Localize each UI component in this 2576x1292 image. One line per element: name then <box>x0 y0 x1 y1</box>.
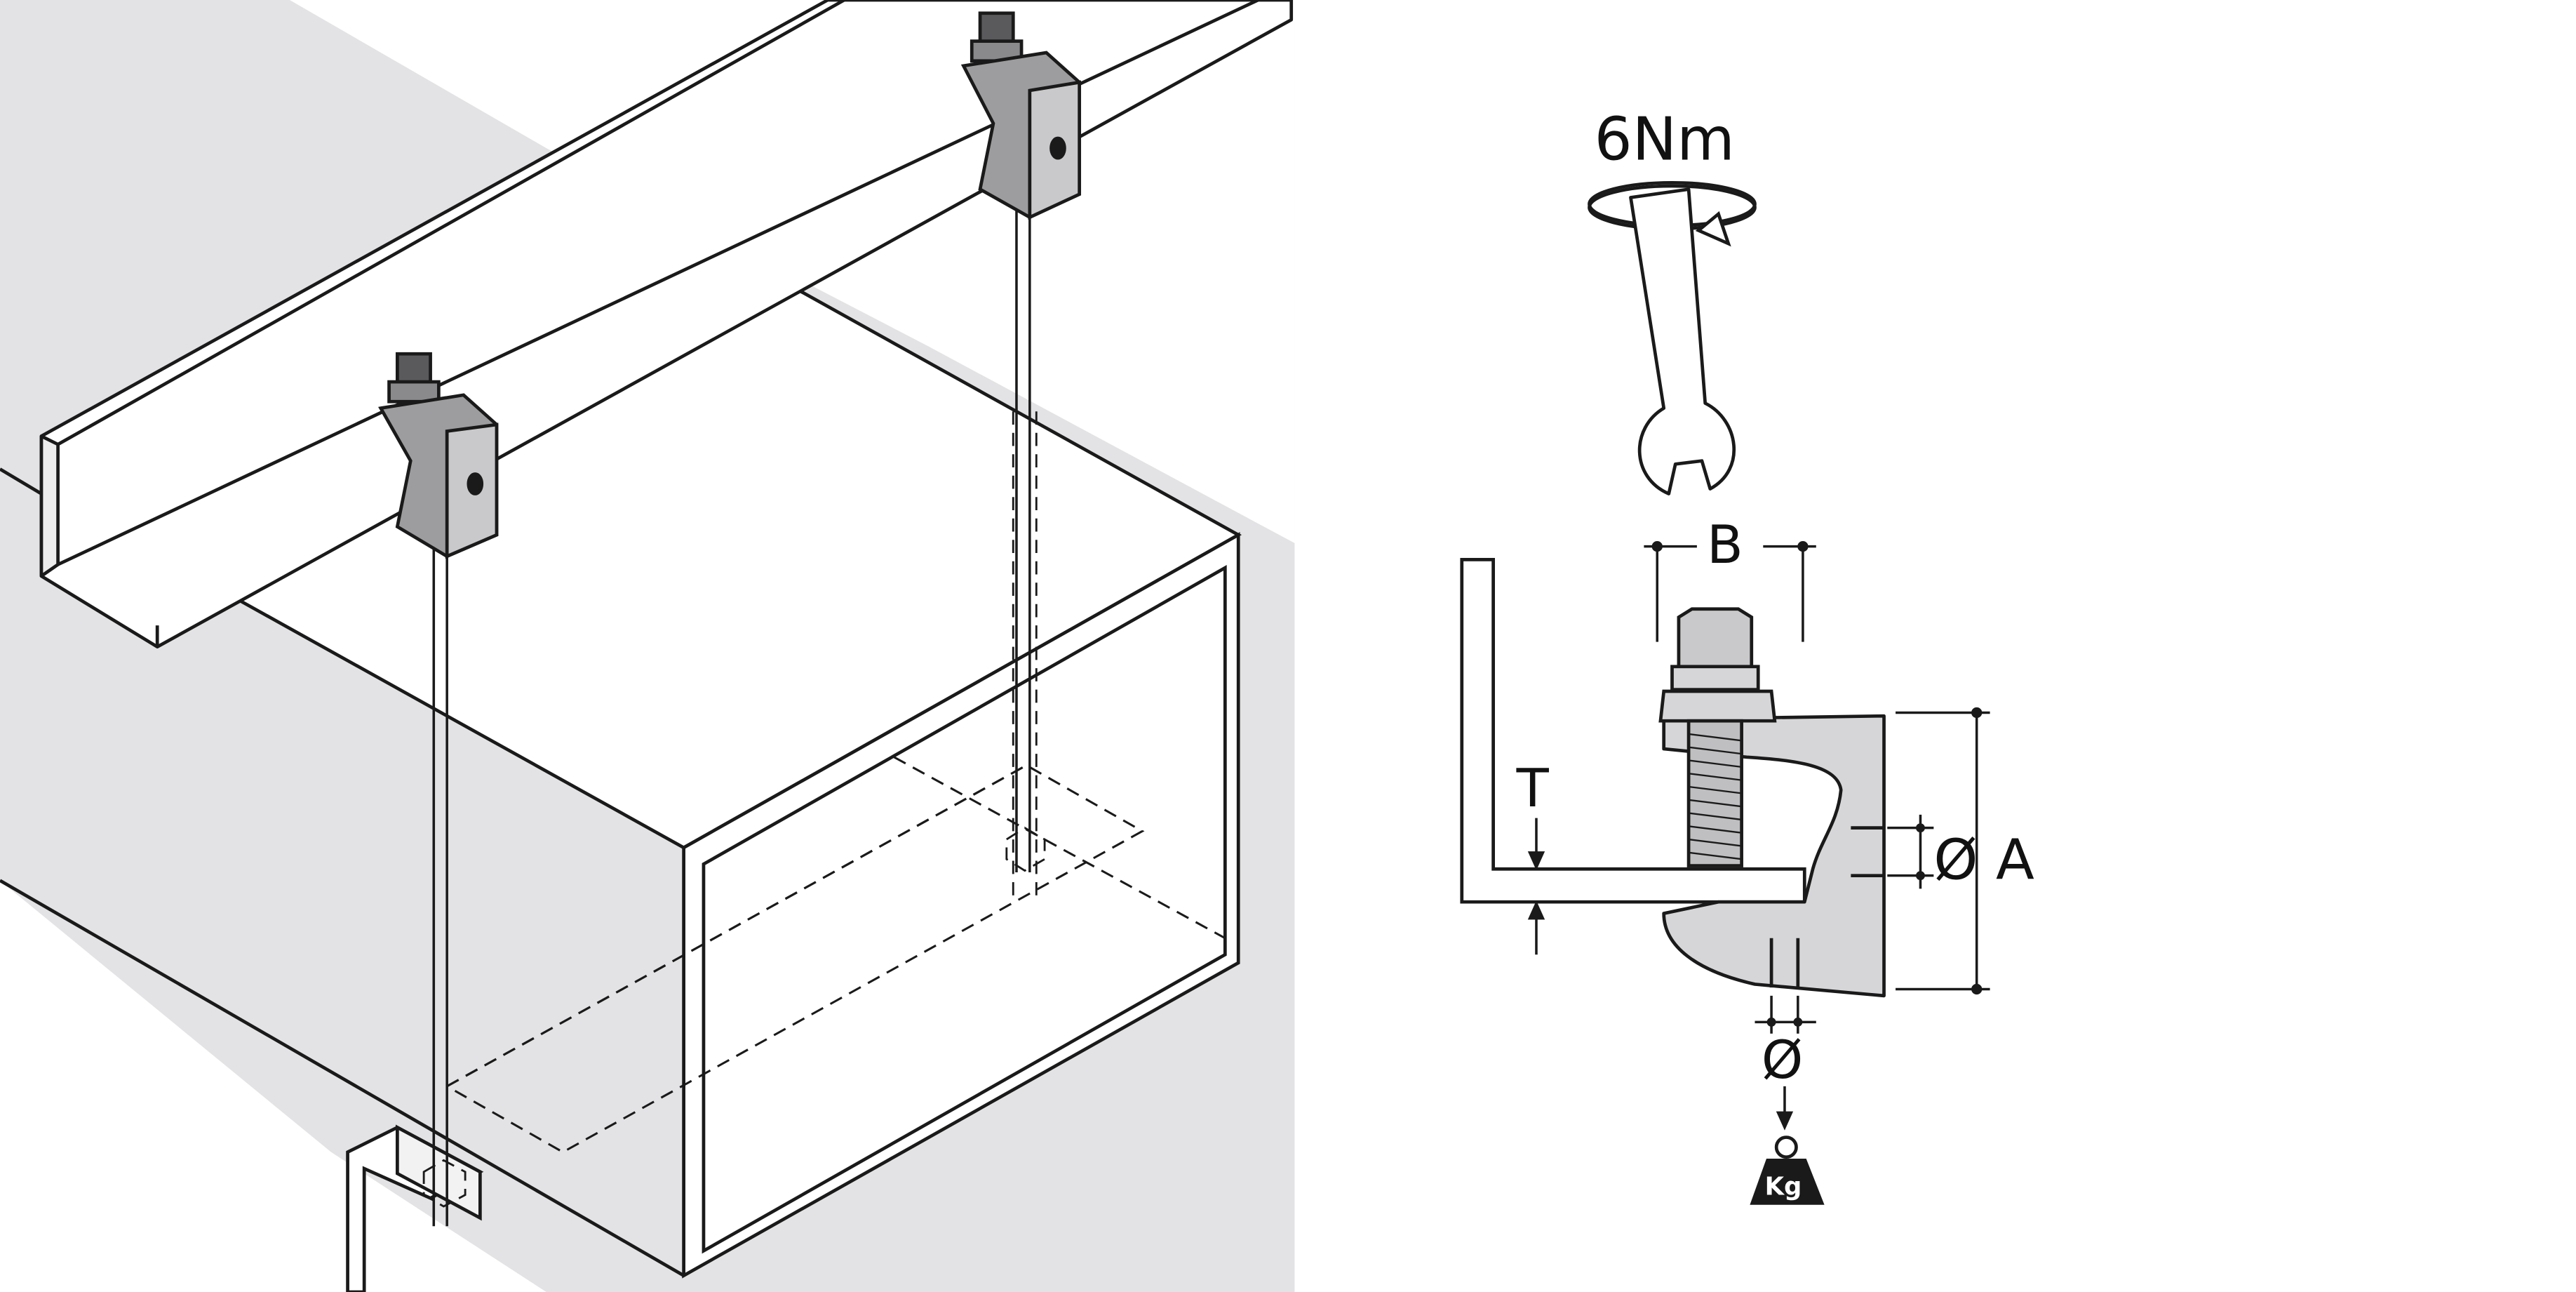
bolt-assembly <box>1658 607 1777 867</box>
bolt-threads <box>1688 733 1742 860</box>
dimension-b-label: B <box>1707 514 1743 575</box>
diameter-label: Ø <box>1762 1029 1803 1091</box>
diameter-a-label: Ø A <box>1933 827 2034 893</box>
thickness-label: T <box>1516 757 1550 819</box>
angle-profile <box>1460 558 1806 904</box>
dimension-bottom-diameter <box>1755 995 1816 1034</box>
technical-drawing: 6Nm B <box>1460 105 2034 1205</box>
duct-hidden-lines <box>446 756 1226 1154</box>
installation-view <box>0 0 1295 1292</box>
dimension-a <box>1887 707 1990 995</box>
beam-clamp-left <box>378 352 499 559</box>
weight-icon <box>1750 1136 1825 1205</box>
weight-label: Kg <box>1765 1173 1802 1201</box>
rectangular-duct <box>0 286 1242 1279</box>
load-arrow <box>1776 1086 1794 1131</box>
clamp-body <box>1662 714 1886 998</box>
lower-floor-area <box>0 880 546 1292</box>
threaded-rods <box>432 197 1031 1227</box>
dimension-b <box>1644 540 1816 642</box>
dimension-t <box>1527 818 1545 955</box>
torque-label: 6Nm <box>1595 105 1735 174</box>
wrench-icon <box>1629 187 1736 495</box>
angle-beam <box>39 0 1294 649</box>
beam-clamp-right <box>960 11 1082 220</box>
hidden-rod-segment <box>422 411 1046 1208</box>
